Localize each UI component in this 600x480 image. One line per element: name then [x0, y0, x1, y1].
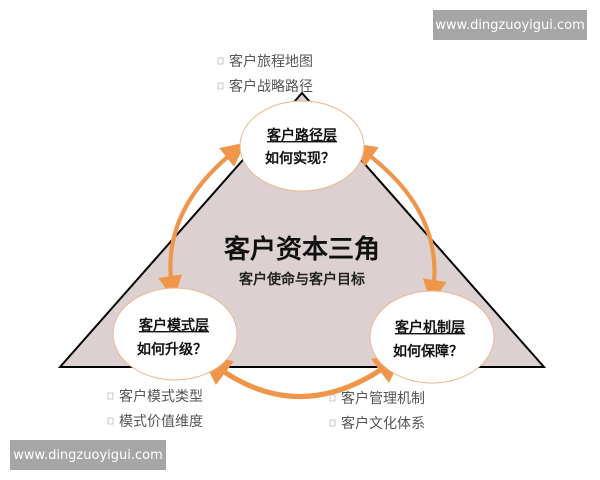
node-mechanism-layer: 客户机制层 如何保障？: [369, 290, 495, 384]
node-title: 客户路径层: [266, 127, 337, 144]
node-path-layer: 客户路径层 如何实现？: [239, 100, 365, 192]
center-subtitle: 客户使命与客户目标: [238, 271, 365, 288]
node-title: 客户机制层: [394, 319, 465, 336]
watermark-top-right: www.dingzuoyigui.com: [433, 10, 587, 40]
node-question: 如何保障？: [393, 343, 463, 360]
bullet-item: 模式价值维度: [119, 414, 203, 430]
bullet-item: 客户旅程地图: [229, 53, 313, 70]
bullet-item: 客户战略路径: [229, 78, 313, 95]
bullet-item: 客户管理机制: [341, 390, 425, 407]
bullet-item: 客户模式类型: [119, 388, 203, 405]
arrow-right-to-top: [352, 142, 437, 293]
watermark-bottom-left: www.dingzuoyigui.com: [10, 440, 166, 470]
arrow-right-to-left: [201, 354, 394, 399]
arrow-left-to-top: [168, 142, 246, 289]
bullets-mode: 客户模式类型 模式价值维度: [107, 388, 203, 430]
center-title: 客户资本三角: [224, 234, 380, 265]
node-title: 客户模式层: [138, 317, 209, 334]
bullets-path: 客户旅程地图 客户战略路径: [217, 53, 313, 95]
bullet-item: 客户文化体系: [341, 415, 425, 432]
node-mode-layer: 客户模式层 如何升级？: [112, 287, 238, 381]
node-question: 如何实现？: [265, 150, 335, 167]
node-question: 如何升级？: [137, 341, 207, 358]
bullets-mechanism: 客户管理机制 客户文化体系: [329, 390, 425, 432]
